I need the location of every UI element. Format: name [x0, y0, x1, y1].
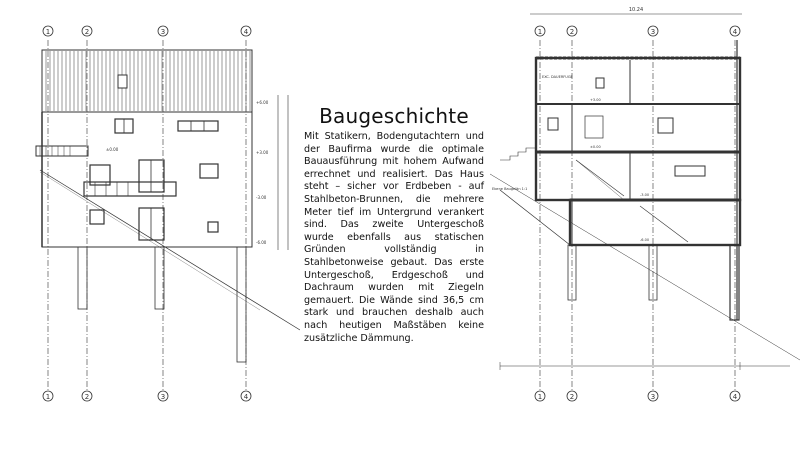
axis-label: 4: [733, 28, 738, 36]
level-mark: +6.00: [256, 100, 269, 105]
article-title: Baugeschichte: [319, 104, 469, 128]
section-drawing: 10.24 1 2 3 4 1 2 3 4: [489, 0, 800, 450]
axis-label: 3: [161, 393, 165, 401]
axis-label: 1: [538, 393, 542, 401]
axis-label: 3: [161, 28, 165, 36]
axis-label: 4: [244, 28, 249, 36]
axis-label: 3: [651, 393, 655, 401]
level-mark: -6.00: [256, 240, 267, 245]
axis-label: 4: [244, 393, 249, 401]
article-body: Mit Statikern, Bodengutachtern und der B…: [304, 131, 484, 344]
level-mark: +3.00: [590, 98, 601, 102]
axis-label: 2: [85, 393, 89, 401]
axis-label: 1: [46, 28, 50, 36]
level-mark: -3.00: [256, 195, 267, 200]
axis-label: 4: [733, 393, 738, 401]
axis-markers-top: [42, 25, 252, 37]
axis-label: 2: [85, 28, 89, 36]
axis-label: 3: [651, 28, 655, 36]
axis-label: 2: [570, 28, 574, 36]
level-mark: ±0.00: [106, 147, 119, 152]
ground-label: Ebene Baugelän 1:1: [492, 187, 527, 191]
room-label: EXC. DAUERFUGE: [542, 75, 573, 79]
axis-label: 2: [570, 393, 574, 401]
level-mark: +3.00: [256, 150, 269, 155]
axis-label: 1: [46, 393, 50, 401]
top-dimension: 10.24: [629, 7, 643, 13]
level-mark: ±0.00: [590, 145, 601, 149]
article: Baugeschichte Mit Statikern, Bodengutach…: [304, 104, 484, 345]
elevation-drawing: 1 2 3 4 1 2 3 4: [0, 0, 301, 450]
level-mark: -3.00: [640, 193, 649, 197]
level-mark: -6.00: [640, 238, 649, 242]
axis-label: 1: [538, 28, 542, 36]
